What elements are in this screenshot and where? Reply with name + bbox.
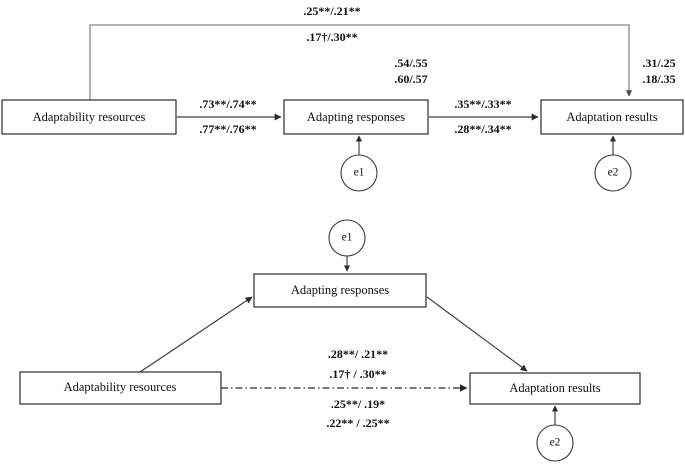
- top-e1-circle[interactable]: [340, 154, 378, 192]
- bottom-box-responses-label: Adapting responses: [291, 283, 389, 297]
- top-box-resources-label: Adaptability resources: [33, 110, 146, 124]
- top-r2-results-line1: .31/.25: [642, 56, 675, 70]
- top-path-b-line1: .35**/.33**: [454, 97, 511, 111]
- top-direct-coef-line2: .17†/.30**: [306, 30, 357, 44]
- top-r2-responses-line1: .54/.55: [394, 56, 427, 70]
- top-path-a-line1: .73**/.74**: [199, 97, 256, 111]
- top-path-b-line2: .28**/.34**: [454, 122, 511, 136]
- bottom-direct-above-line1: .28**/ .21**: [328, 347, 388, 361]
- bottom-direct-below-line1: .25**/ .19*: [331, 397, 385, 411]
- top-e2-label: e2: [608, 167, 619, 179]
- top-direct-path: [89, 24, 633, 100]
- top-path-a-line2: .77**/.76**: [199, 122, 256, 136]
- top-box-responses-label: Adapting responses: [307, 110, 405, 124]
- bottom-box-results-label: Adaptation results: [509, 381, 600, 395]
- bottom-box-responses[interactable]: [253, 273, 427, 308]
- top-direct-coef-line1: .25**/.21**: [303, 4, 360, 18]
- top-box-results[interactable]: [540, 99, 684, 135]
- top-e2-circle[interactable]: [594, 154, 632, 192]
- bottom-e2-circle[interactable]: [536, 424, 574, 462]
- bottom-direct-below-line2: .22** / .25**: [326, 416, 389, 430]
- top-box-results-label: Adaptation results: [566, 110, 657, 124]
- bottom-box-results[interactable]: [469, 372, 641, 405]
- bottom-path-b-arrow: [426, 296, 528, 372]
- bottom-direct-above-line2: .17† / .30**: [329, 367, 386, 381]
- bottom-e1-label: e1: [342, 232, 353, 244]
- bottom-e2-label: e2: [550, 437, 561, 449]
- top-box-resources[interactable]: [1, 99, 177, 135]
- bottom-path-a-arrow: [139, 296, 253, 373]
- top-box-responses[interactable]: [283, 99, 429, 135]
- bottom-box-resources-label: Adaptability resources: [64, 380, 177, 394]
- top-r2-responses-line2: .60/.57: [394, 72, 427, 86]
- top-r2-results-line2: .18/.35: [642, 72, 675, 86]
- bottom-box-resources[interactable]: [19, 371, 222, 405]
- top-e1-label: e1: [354, 167, 365, 179]
